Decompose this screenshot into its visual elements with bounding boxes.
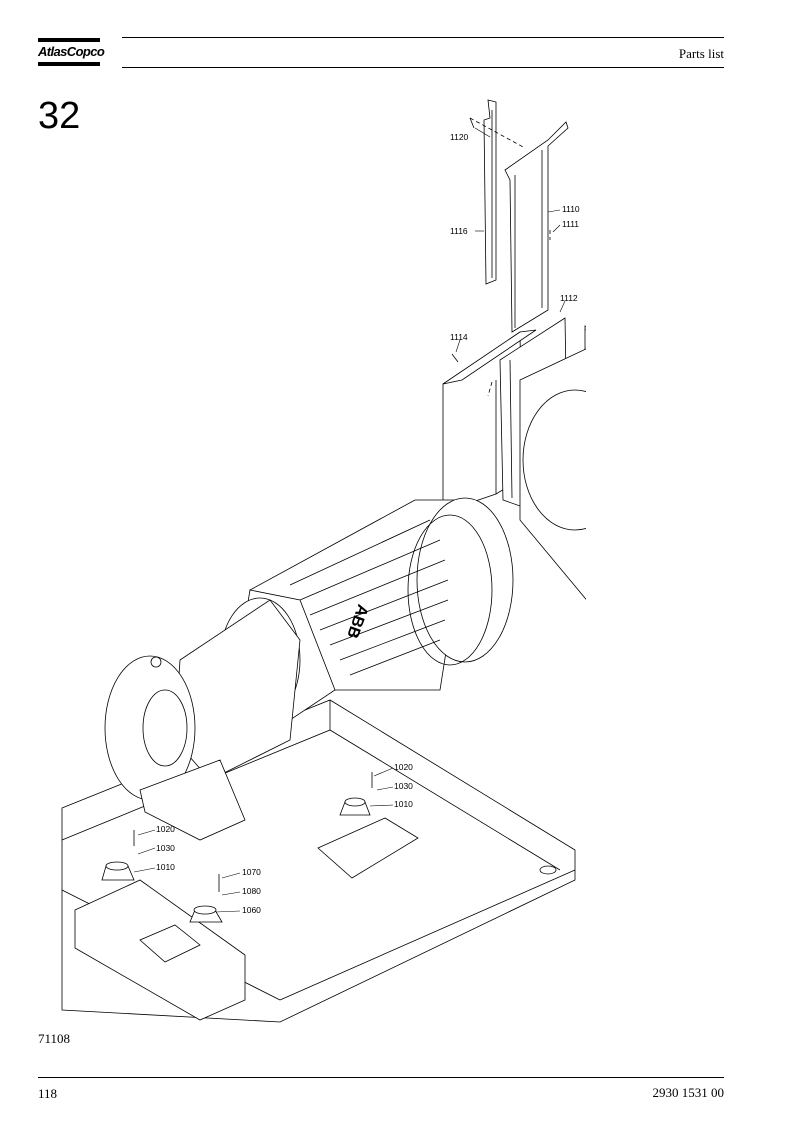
document-title: Parts list <box>678 46 724 61</box>
logo-text: AtlasCopco <box>38 44 105 59</box>
vertical-bracket-1110 <box>504 121 569 333</box>
callout-1120-top: 1120 <box>450 132 469 142</box>
rubber-mount-right <box>339 797 371 816</box>
exploded-parts-drawing: ABB 1120 1110 1111 1116 1112 1120 1130 1… <box>61 99 586 1023</box>
callout-1010-left: 1010 <box>156 862 175 872</box>
callout-1060: 1060 <box>242 905 261 915</box>
callout-1020-left: 1020 <box>156 824 175 834</box>
callout-1110: 1110 <box>562 204 580 214</box>
callout-1070: 1070 <box>242 867 261 877</box>
callout-1030-right: 1030 <box>394 781 413 791</box>
logo-bar-top <box>38 38 100 42</box>
callout-1114: 1114 <box>450 332 468 342</box>
callout-1010-right: 1010 <box>394 799 413 809</box>
callout-1116: 1116 <box>450 226 468 236</box>
logo-bar-bottom <box>38 62 100 66</box>
section-number: 32 <box>38 95 81 137</box>
page-number: 118 <box>38 1086 58 1101</box>
header-rule-top <box>122 37 724 38</box>
mounting-plate-right <box>317 817 419 879</box>
document-number: 2930 1531 00 <box>652 1085 725 1100</box>
leader-lines <box>133 127 566 913</box>
fan-shroud-1130 <box>519 325 586 600</box>
callout-1020-right: 1020 <box>394 762 413 772</box>
callout-1112: 1112 <box>560 293 578 303</box>
bolts <box>133 117 475 892</box>
callout-1080: 1080 <box>242 886 261 896</box>
figure-reference: 71108 <box>38 1031 71 1046</box>
callout-1030-left: 1030 <box>156 843 175 853</box>
vertical-bracket-1116 <box>483 99 497 285</box>
callout-1111: 1111 <box>562 219 579 229</box>
adapter-housing <box>104 599 301 841</box>
header-rule-bottom <box>122 67 724 68</box>
rubber-mount-center <box>189 905 223 923</box>
mounting-plate-left <box>74 879 246 1021</box>
atlas-copco-logo: AtlasCopco <box>38 38 105 68</box>
rubber-mount-left <box>101 861 135 881</box>
footer-rule <box>38 1077 724 1078</box>
